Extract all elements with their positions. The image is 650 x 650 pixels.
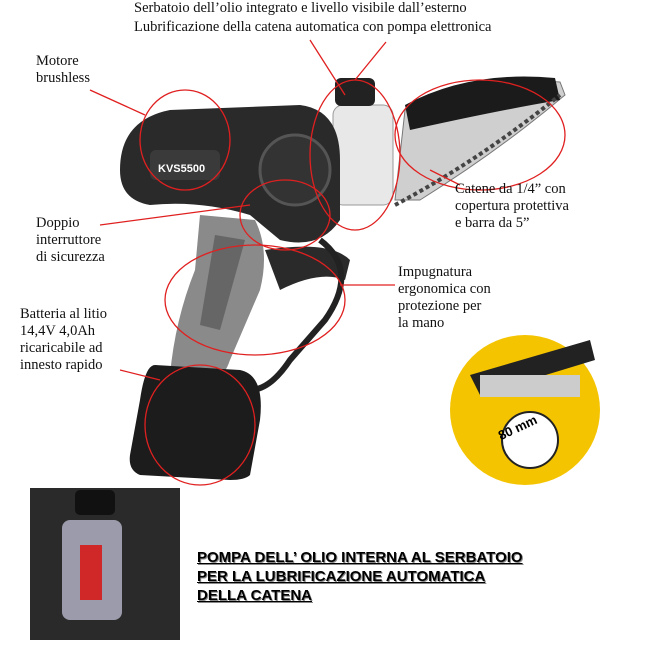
motor-label: Motore brushless — [36, 53, 90, 86]
grip-label: Impugnatura ergonomica con protezione pe… — [398, 264, 491, 331]
oil-tank — [332, 104, 394, 206]
safety-switch-label: Doppio interruttore di sicurezza — [36, 215, 105, 265]
battery-label: Batteria al litio 14,4V 4,0Ah ricaricabi… — [20, 306, 107, 373]
caption-line: POMPA DELL’ OLIO INTERNA AL SERBATOIO — [197, 549, 523, 566]
bar-length-inset — [450, 335, 600, 485]
battery — [129, 365, 261, 480]
pump-caption: POMPA DELL’ OLIO INTERNA AL SERBATOIO PE… — [197, 548, 523, 605]
oil-pump-photo — [30, 488, 180, 640]
caption-line: DELLA CATENA — [197, 587, 312, 604]
lubrication-label: Lubrificazione della catena automatica c… — [134, 19, 492, 35]
chain-label: Catene da 1/4” con copertura protettiva … — [455, 181, 569, 231]
chain-bar — [394, 76, 566, 207]
caption-line: PER LA LUBRIFICAZIONE AUTOMATICA — [197, 568, 486, 585]
oil-tank-label: Serbatoio dell’olio integrato e livello … — [134, 0, 467, 16]
oil-cap — [335, 78, 375, 106]
annotation-lines — [89, 39, 566, 486]
hand-guard — [249, 237, 345, 393]
model-label: KVS5500 — [158, 163, 205, 175]
